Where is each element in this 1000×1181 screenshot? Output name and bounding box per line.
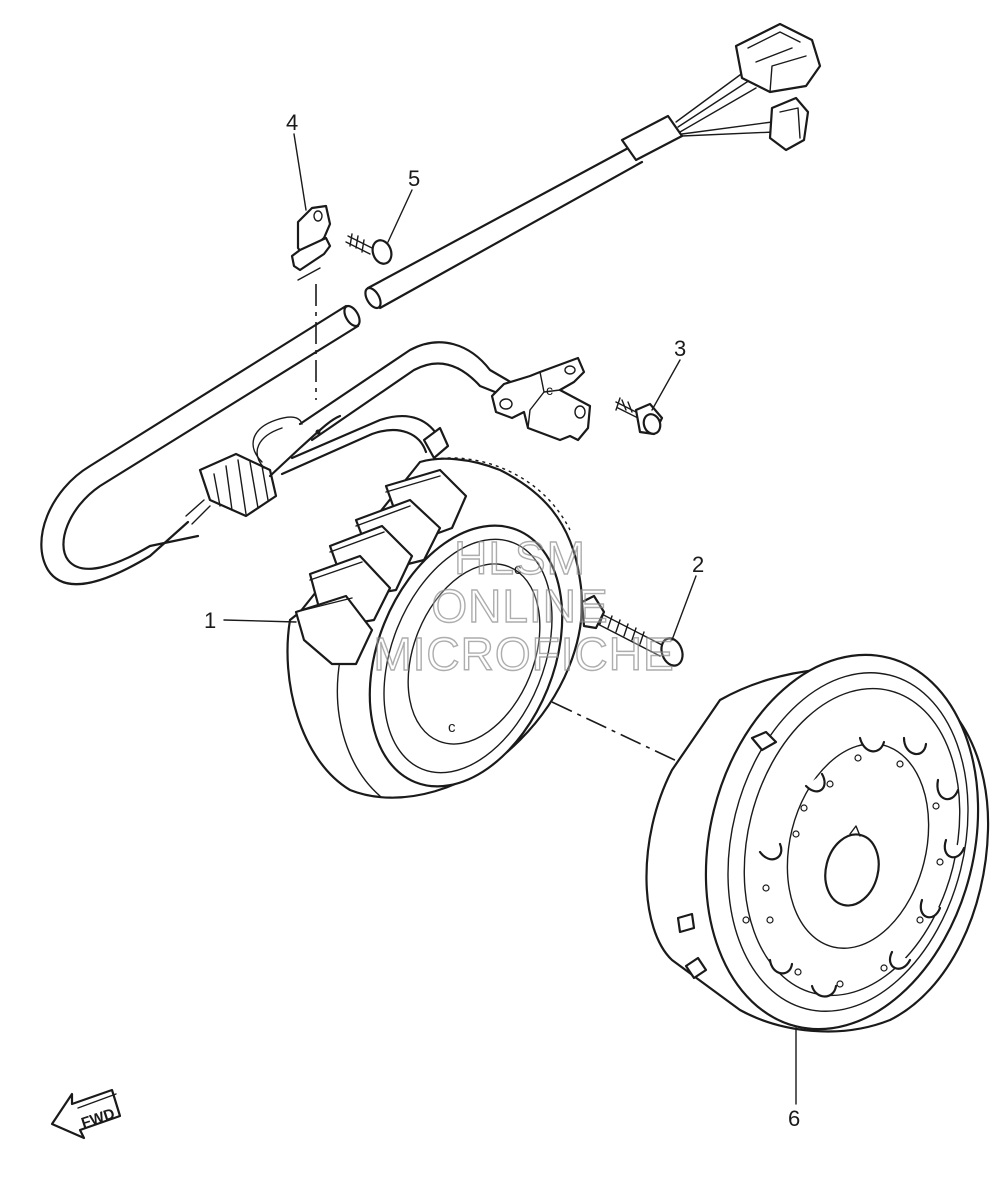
callout-2: 2 [692, 552, 704, 577]
callout-4: 4 [286, 110, 298, 135]
fwd-direction-badge: FWD [50, 1088, 122, 1140]
wire-harness [40, 22, 822, 586]
watermark: HLSM ONLINE MICROFICHE [373, 531, 675, 680]
lead-holder-clip [290, 204, 332, 281]
svg-text:c: c [448, 719, 456, 736]
clip-screw [345, 233, 393, 265]
callout-6: 6 [788, 1106, 800, 1131]
watermark-line-1: HLSM [454, 532, 586, 584]
callout-3: 3 [674, 336, 686, 361]
watermark-line-2: ONLINE [431, 580, 608, 632]
flywheel-rotor [645, 653, 990, 1033]
stator-bolt [580, 594, 684, 667]
coupler-2pin-icon [768, 96, 810, 152]
pickup-coil-bracket: c [490, 356, 592, 442]
forward-arrow-icon [50, 1088, 122, 1140]
svg-text:c: c [546, 382, 553, 398]
wire-tape-bundle-icon [198, 452, 278, 518]
pickup-coil-screw [615, 397, 664, 436]
watermark-line-3: MICROFICHE [373, 628, 674, 680]
stator-assembly: c c [286, 457, 584, 799]
callout-5: 5 [408, 166, 420, 191]
callout-1: 1 [204, 608, 216, 633]
coupler-4pin-icon [734, 22, 822, 94]
svg-text:c: c [514, 561, 522, 578]
callout-leaders [223, 133, 797, 1105]
